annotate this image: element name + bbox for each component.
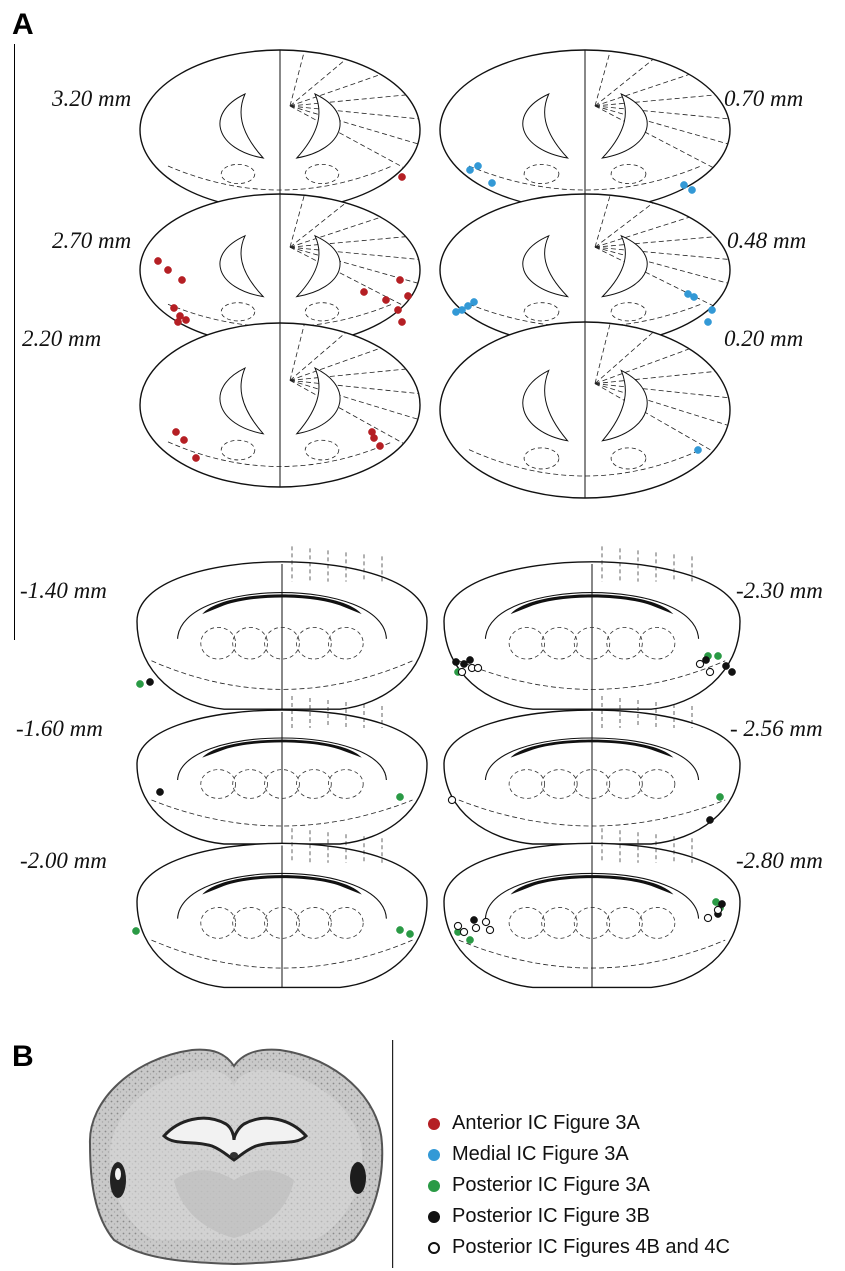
- anterior-ic-marker: [382, 296, 389, 303]
- posterior-ic-4bc-marker: [472, 924, 479, 931]
- section-neg-2-00: [137, 828, 427, 987]
- section-neg-2-56: [444, 696, 740, 844]
- posterior-ic-3b-marker: [706, 816, 713, 823]
- panel-b-label: B: [12, 1040, 34, 1074]
- legend-label: Posterior IC Figure 3B: [452, 1205, 650, 1228]
- section-2-20: [140, 323, 420, 487]
- legend-item-anterior: Anterior IC Figure 3A: [428, 1108, 730, 1139]
- posterior-ic-3b-marker: [146, 678, 153, 685]
- medial-ic-marker: [466, 166, 473, 173]
- anterior-ic-marker: [360, 288, 367, 295]
- anterior-ic-marker: [396, 276, 403, 283]
- legend-red-dot-icon: [428, 1118, 440, 1130]
- posterior-ic-4bc-marker: [714, 906, 721, 913]
- section-0-20: [440, 322, 730, 498]
- coronal-section-atlas: [0, 0, 845, 1010]
- section-neg-2-80: [444, 828, 740, 987]
- anterior-ic-marker: [170, 304, 177, 311]
- posterior-ic-3b-marker: [156, 788, 163, 795]
- legend-label: Posterior IC Figures 4B and 4C: [452, 1236, 730, 1259]
- legend-open-circle-icon: [428, 1242, 440, 1254]
- posterior-ic-3a-marker: [466, 936, 473, 943]
- anterior-ic-marker: [192, 454, 199, 461]
- anterior-ic-marker: [182, 316, 189, 323]
- anterior-ic-marker: [398, 318, 405, 325]
- anterior-ic-marker: [398, 173, 405, 180]
- section-neg-2-30: [444, 546, 740, 709]
- posterior-ic-3a-marker: [396, 793, 403, 800]
- anterior-ic-marker: [154, 257, 161, 264]
- posterior-ic-4bc-marker: [486, 926, 493, 933]
- medial-ic-marker: [690, 293, 697, 300]
- medial-ic-marker: [474, 162, 481, 169]
- posterior-ic-4bc-marker: [454, 922, 461, 929]
- posterior-ic-3b-marker: [452, 658, 459, 665]
- legend-label: Medial IC Figure 3A: [452, 1143, 629, 1166]
- posterior-ic-4bc-marker: [706, 668, 713, 675]
- legend-blue-dot-icon: [428, 1149, 440, 1161]
- posterior-ic-4bc-marker: [448, 796, 455, 803]
- posterior-ic-4bc-marker: [704, 914, 711, 921]
- posterior-ic-3a-marker: [406, 930, 413, 937]
- legend-item-posterior-3a: Posterior IC Figure 3A: [428, 1170, 730, 1201]
- anterior-ic-marker: [164, 266, 171, 273]
- medial-ic-marker: [680, 181, 687, 188]
- anterior-ic-marker: [172, 428, 179, 435]
- legend-label: Anterior IC Figure 3A: [452, 1112, 640, 1135]
- legend-black-dot-icon: [428, 1211, 440, 1223]
- medial-ic-marker: [694, 446, 701, 453]
- posterior-ic-3a-marker: [396, 926, 403, 933]
- section-neg-1-60: [137, 696, 427, 844]
- legend-item-posterior-4bc: Posterior IC Figures 4B and 4C: [428, 1232, 730, 1263]
- posterior-ic-4bc-marker: [482, 918, 489, 925]
- posterior-ic-4bc-marker: [460, 928, 467, 935]
- posterior-ic-4bc-marker: [696, 660, 703, 667]
- posterior-ic-3b-marker: [722, 662, 729, 669]
- medial-ic-marker: [488, 179, 495, 186]
- posterior-ic-3a-marker: [132, 927, 139, 934]
- section-neg-1-40: [137, 546, 427, 709]
- anterior-ic-marker: [174, 318, 181, 325]
- anterior-ic-marker: [404, 292, 411, 299]
- posterior-ic-3b-marker: [728, 668, 735, 675]
- medial-ic-marker: [708, 306, 715, 313]
- posterior-ic-3b-marker: [470, 916, 477, 923]
- medial-ic-marker: [688, 186, 695, 193]
- anterior-ic-marker: [178, 276, 185, 283]
- medial-ic-marker: [470, 298, 477, 305]
- anterior-ic-marker: [180, 436, 187, 443]
- legend-item-medial: Medial IC Figure 3A: [428, 1139, 730, 1170]
- medial-ic-marker: [704, 318, 711, 325]
- anterior-ic-marker: [370, 434, 377, 441]
- posterior-ic-3a-marker: [716, 793, 723, 800]
- posterior-ic-3b-marker: [466, 656, 473, 663]
- posterior-ic-3a-marker: [136, 680, 143, 687]
- legend-label: Posterior IC Figure 3A: [452, 1174, 650, 1197]
- anterior-ic-marker: [394, 306, 401, 313]
- legend-item-posterior-3b: Posterior IC Figure 3B: [428, 1201, 730, 1232]
- legend: Anterior IC Figure 3A Medial IC Figure 3…: [428, 1108, 730, 1263]
- section-3-20: [140, 50, 420, 210]
- histology-section-photo: [74, 1040, 394, 1268]
- posterior-ic-4bc-marker: [458, 668, 465, 675]
- legend-green-dot-icon: [428, 1180, 440, 1192]
- anterior-ic-marker: [376, 442, 383, 449]
- posterior-ic-3a-marker: [714, 652, 721, 659]
- posterior-ic-4bc-marker: [474, 664, 481, 671]
